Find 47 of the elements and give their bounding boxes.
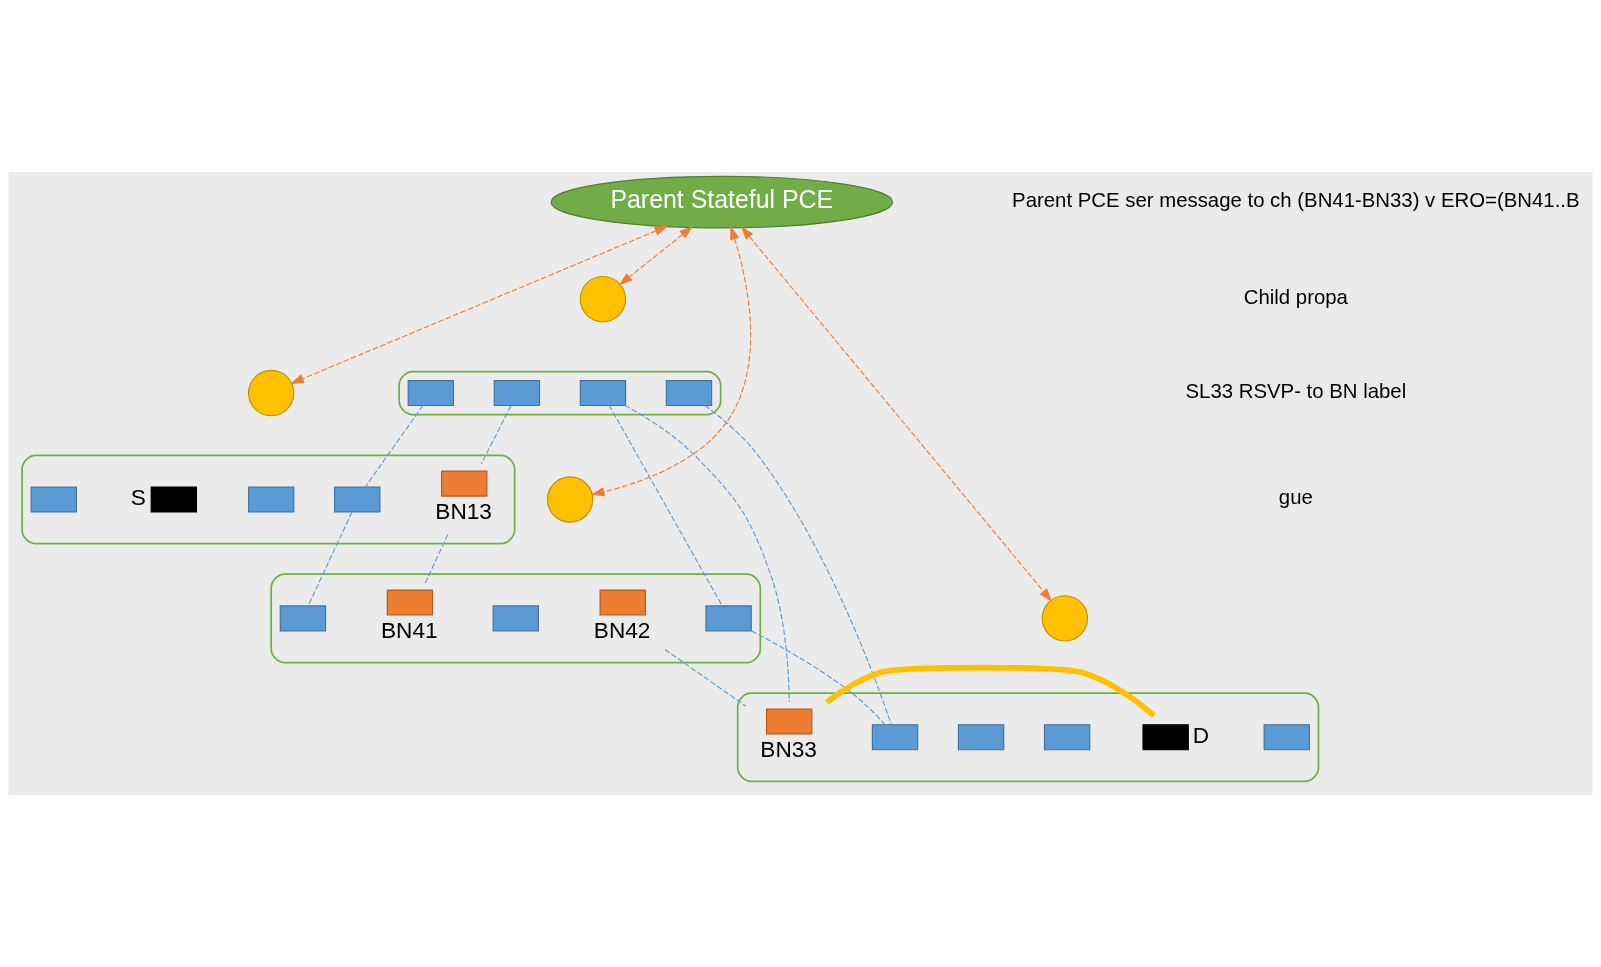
node-label: BN13 xyxy=(435,498,492,524)
node-box xyxy=(871,724,919,751)
label: Parent PCE ser message to ch (BN41-BN33) v ERO=(BN41..B xyxy=(1012,189,1580,212)
node-box xyxy=(1043,724,1091,751)
connector xyxy=(424,534,449,584)
node-box xyxy=(665,380,713,407)
node-box xyxy=(407,380,455,407)
connector xyxy=(307,511,353,607)
arrow xyxy=(590,226,752,497)
connector xyxy=(664,648,747,707)
node-box xyxy=(248,486,295,513)
cluster xyxy=(398,370,722,416)
node-box xyxy=(492,605,539,632)
node-ellipse: Parent Stateful PCE xyxy=(550,175,894,229)
arrow xyxy=(618,226,693,286)
label: gue xyxy=(1278,486,1313,509)
node-box xyxy=(579,380,627,407)
arrow xyxy=(290,225,669,384)
cluster xyxy=(736,692,1320,783)
node-circle xyxy=(579,275,627,323)
node-box xyxy=(279,605,327,632)
node-circle xyxy=(546,476,594,523)
node-label: S xyxy=(130,485,146,511)
node-label: BN33 xyxy=(760,736,817,762)
connector xyxy=(825,664,1156,718)
connector xyxy=(704,405,892,726)
arrow xyxy=(740,226,1052,602)
connector xyxy=(364,405,424,488)
node-circle xyxy=(1041,595,1089,642)
node-box xyxy=(705,605,752,632)
label: SL33 RSVP- to BN label xyxy=(1185,380,1407,403)
node-label: BN41 xyxy=(381,617,438,643)
label: Child propa xyxy=(1243,286,1348,309)
node-box xyxy=(30,486,77,513)
cluster xyxy=(270,573,762,664)
node-box xyxy=(334,486,381,513)
node-label: D xyxy=(1192,722,1210,748)
node-box xyxy=(493,380,541,407)
connector xyxy=(608,405,723,607)
connector xyxy=(480,405,512,465)
node-box xyxy=(1263,724,1310,751)
node-box xyxy=(957,724,1005,751)
connector xyxy=(624,405,790,703)
node-circle xyxy=(248,369,295,417)
connector xyxy=(750,630,886,726)
node-label: BN42 xyxy=(593,617,651,643)
cluster xyxy=(21,454,516,545)
